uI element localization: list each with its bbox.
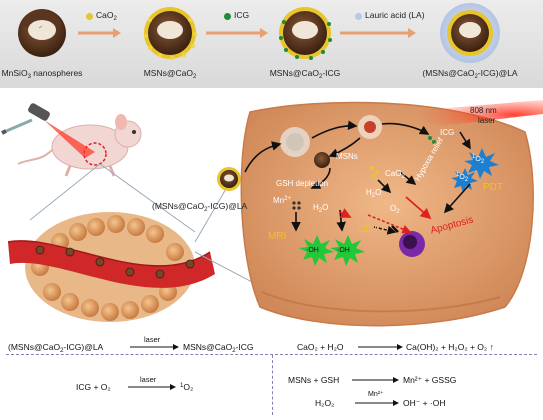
stage-label-msns-cao2-icg: MSNs@CaO2-ICG (269, 68, 341, 80)
tumor-tissue (7, 212, 215, 322)
msns-cao2-icg-sphere (279, 7, 332, 60)
equation-1-left: (MSNs@CaO2-ICG)@LA (8, 342, 104, 354)
equation-2-right: Ca(OH)₂ + H₂O₂ + O₂ ↑ (406, 342, 494, 352)
singlet-oxygen-label-2: 1O2 (456, 172, 469, 183)
divider-horizontal (6, 354, 537, 355)
equation-5-right: OH⁻ + ·OH (403, 398, 446, 408)
laser-beam-808 (400, 100, 543, 130)
synthesis-panel: CaO2 ICG Lauric acid (LA) MnSiO3 nanosph… (0, 0, 543, 88)
equation-arrows (128, 344, 403, 406)
label-o2: O2 (390, 204, 400, 215)
reagent-la: Lauric acid (LA) (365, 10, 425, 20)
msns-particle (314, 152, 330, 168)
nanoparticle-incoming (217, 167, 241, 191)
equation-3-condition: laser (140, 375, 157, 384)
laser-label-laser: laser (478, 116, 496, 125)
equation-4-left: MSNs + GSH (288, 375, 340, 385)
equation-5-left: H₂O₂ (315, 398, 335, 408)
label-gsh-depletion: GSH depletion (276, 179, 329, 188)
label-oh-1: ·OH (306, 247, 319, 254)
equations-panel: (MSNs@CaO2-ICG)@LA laser MSNs@CaO2-ICG C… (0, 330, 543, 415)
mn-dots (292, 201, 301, 210)
la-coated-sphere (440, 3, 500, 63)
equation-2-left: CaO₂ + H₂O (297, 342, 344, 352)
cao2-dots (370, 166, 379, 178)
laser-label-808: 808 nm (470, 106, 497, 115)
label-mri: MRI (268, 231, 287, 242)
divider-vertical (272, 355, 273, 415)
singlet-oxygen-label-1: 1O2 (472, 154, 485, 165)
mechanism-diagram: 808 nm laser (MSNs@CaO2-ICG)@LA MSNs CaO… (0, 92, 543, 327)
particle-label: (MSNs@CaO2-ICG)@LA (152, 201, 248, 213)
cao2-dot-icon (86, 13, 93, 20)
mnsio3-nanosphere (18, 9, 66, 57)
dashed-red-arrow (367, 214, 412, 234)
stage-label-mnsio3: MnSiO3 nanospheres (1, 68, 83, 80)
label-oh-2: ·OH (337, 247, 350, 254)
mouse-illustration (17, 114, 142, 177)
equation-3-left: ICG + O₂ (76, 382, 111, 392)
label-cao2: CaO2 (385, 169, 405, 180)
synthesis-graphics (18, 3, 500, 63)
label-cdt: CDT (358, 224, 379, 235)
equation-3-right: 1O₂ (180, 382, 194, 392)
stage-label-la-coated: (MSNs@CaO2-ICG)@LA (422, 68, 518, 80)
equation-5-condition: Mn²⁺ (368, 391, 384, 398)
singlet-oxygen-icon (451, 148, 499, 193)
icg-dots (428, 136, 436, 144)
label-icg: ICG (440, 128, 455, 137)
label-mn: Mn2+ (273, 196, 291, 205)
reagent-cao2: CaO2 (96, 10, 117, 22)
label-pdt: PDT (483, 182, 503, 193)
msns-cao2-sphere (144, 7, 197, 60)
equation-4-right: Mn²⁺ + GSSG (403, 375, 457, 385)
label-msns: MSNs (336, 152, 358, 161)
stage-label-msns-cao2: MSNs@CaO2 (143, 68, 197, 80)
icg-dot-icon (224, 13, 231, 20)
label-h2o-upper: H2O (366, 188, 382, 199)
lysosome (358, 115, 382, 139)
dashed-black-arrow (373, 225, 397, 235)
syringe-icon (1, 118, 33, 135)
equation-1-right: MSNs@CaO2-ICG (183, 342, 254, 354)
reagent-icg: ICG (234, 10, 250, 20)
mechanism-graphics (1, 100, 543, 327)
laser-probe-small (28, 103, 95, 158)
la-dot-icon (355, 13, 362, 20)
oh-radical-icon (299, 235, 365, 266)
red-arrows (339, 196, 432, 220)
label-h2o: H2O (313, 203, 329, 214)
pathway-arrows (244, 120, 471, 232)
endosome (280, 127, 310, 157)
equation-1-condition: laser (144, 335, 161, 344)
